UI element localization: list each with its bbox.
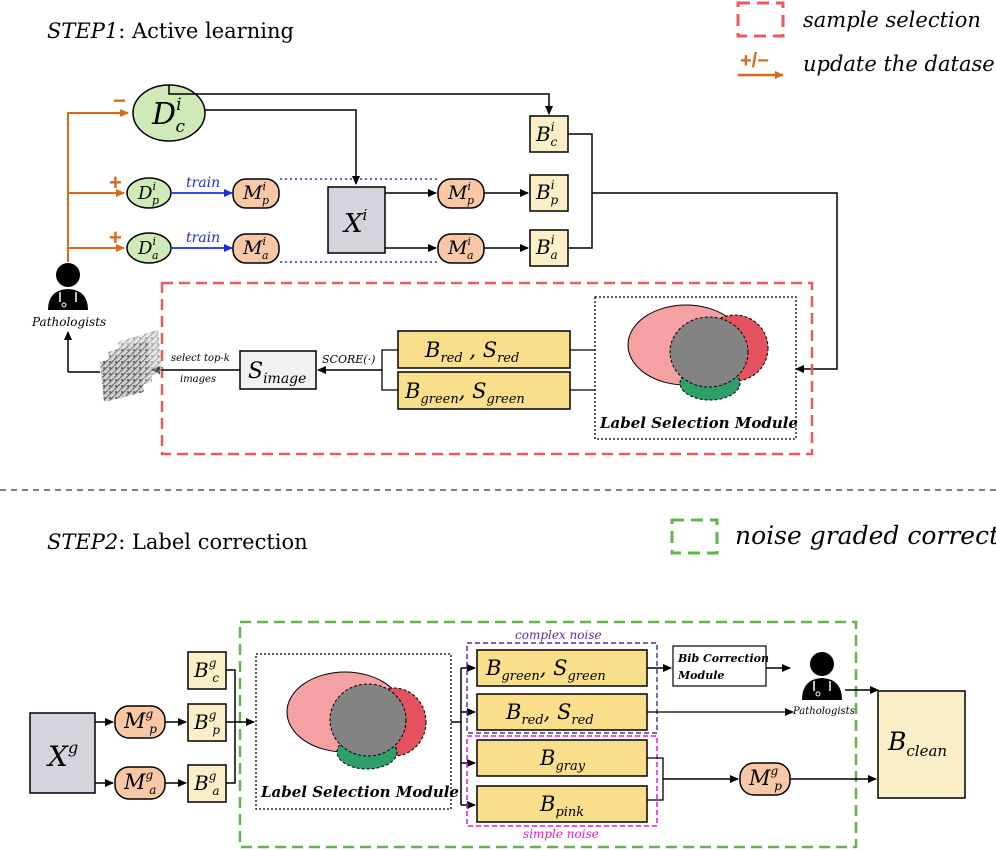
Bgray-label: Bgray	[539, 746, 586, 774]
bracket-scores	[381, 349, 398, 391]
box-Bclean	[877, 690, 966, 799]
venn-gray-2	[329, 683, 407, 757]
Xg-label: Xg	[46, 738, 78, 773]
Bred-Sred-1-label: Bred , Sred	[424, 338, 519, 366]
step2-title: STEP2: Label correction	[47, 530, 308, 554]
plus-sign-p: +	[109, 170, 122, 195]
pathologist-icon-2	[802, 652, 842, 700]
legend-update-dataset: update the dataset	[803, 52, 996, 76]
label-selection-module-2-title: Label Selection Module	[260, 783, 459, 801]
Bgreen-Sgreen-2-label: Bgreen, Sgreen	[485, 656, 606, 684]
Bpink-label: Bpink	[539, 792, 584, 820]
train-label-a: train	[186, 230, 220, 246]
arrow-Dc-to-Bc	[168, 85, 553, 115]
arrow-to-label-selection	[592, 192, 838, 373]
bracket-simple	[647, 757, 664, 801]
box-Bgreen-Sgreen-1	[397, 371, 571, 410]
Simage-label: Simage	[248, 359, 306, 387]
Bred-Sred-2-label: Bred, Sred	[505, 700, 594, 728]
label-selection-module-1-title: Label Selection Module	[599, 414, 798, 432]
model-Mp-left	[232, 178, 280, 209]
batch-Ba	[529, 229, 569, 267]
bib-correction-label-1: Bib Correction	[677, 652, 769, 665]
batch-Ba-g	[187, 764, 227, 803]
box-Simage	[239, 350, 317, 390]
select-top-k-label: select top-k	[171, 353, 230, 364]
batch-Bc-g	[187, 651, 227, 690]
bib-correction-module	[672, 645, 767, 687]
orange-update-lines	[67, 109, 129, 262]
box-Bred-Sred-1	[397, 330, 571, 369]
box-Bred-Sred-2	[476, 693, 648, 731]
minus-sign: −	[113, 88, 126, 113]
legend-update-symbol: +/−	[740, 50, 769, 72]
input-Xg	[29, 712, 96, 794]
complex-noise-label: complex noise	[515, 628, 602, 642]
simple-noise-region	[466, 735, 658, 827]
merge-bracket-g	[226, 669, 236, 784]
batch-Bp	[529, 174, 569, 212]
score-label: SCORE(·)	[322, 353, 375, 366]
venn-gray-1	[669, 316, 749, 388]
step1-title: STEP1: Active learning	[47, 19, 294, 43]
bib-correction-label-2: Module	[677, 669, 724, 682]
legend-noise-graded-correction: noise graded correction	[735, 521, 996, 550]
noise-graded-correction-region	[238, 620, 858, 849]
legend-red-dashed-icon	[736, 1, 785, 38]
pathologists-label-2: Pathologists	[792, 706, 855, 717]
legend-green-dashed-icon	[670, 518, 719, 555]
pathologists-label-1: Pathologists	[31, 315, 106, 329]
simple-noise-label: simple noise	[523, 827, 599, 841]
box-Bpink	[476, 785, 648, 823]
train-label-p: train	[186, 175, 220, 191]
images-label: images	[180, 374, 216, 385]
complex-noise-region	[466, 642, 658, 734]
Xi-label: Xi	[342, 206, 368, 239]
box-Bgreen-Sgreen-2	[476, 649, 648, 687]
arrow-Dc-to-Xi	[205, 109, 360, 185]
input-Xi	[327, 186, 386, 254]
merge-bracket	[568, 133, 593, 249]
tissue-images	[100, 330, 162, 402]
fan-out-lines	[451, 668, 462, 805]
legend-sample-selection: sample selection	[803, 8, 981, 32]
plus-sign-a: +	[109, 225, 122, 250]
Bclean-label: Bclean	[887, 727, 947, 760]
box-Bgray	[476, 739, 648, 777]
sample-selection-region	[160, 281, 814, 456]
Bgreen-Sgreen-1-label: Bgreen, Sgreen	[404, 379, 525, 407]
pathologist-icon	[48, 263, 88, 310]
model-Ma-left	[232, 233, 280, 264]
